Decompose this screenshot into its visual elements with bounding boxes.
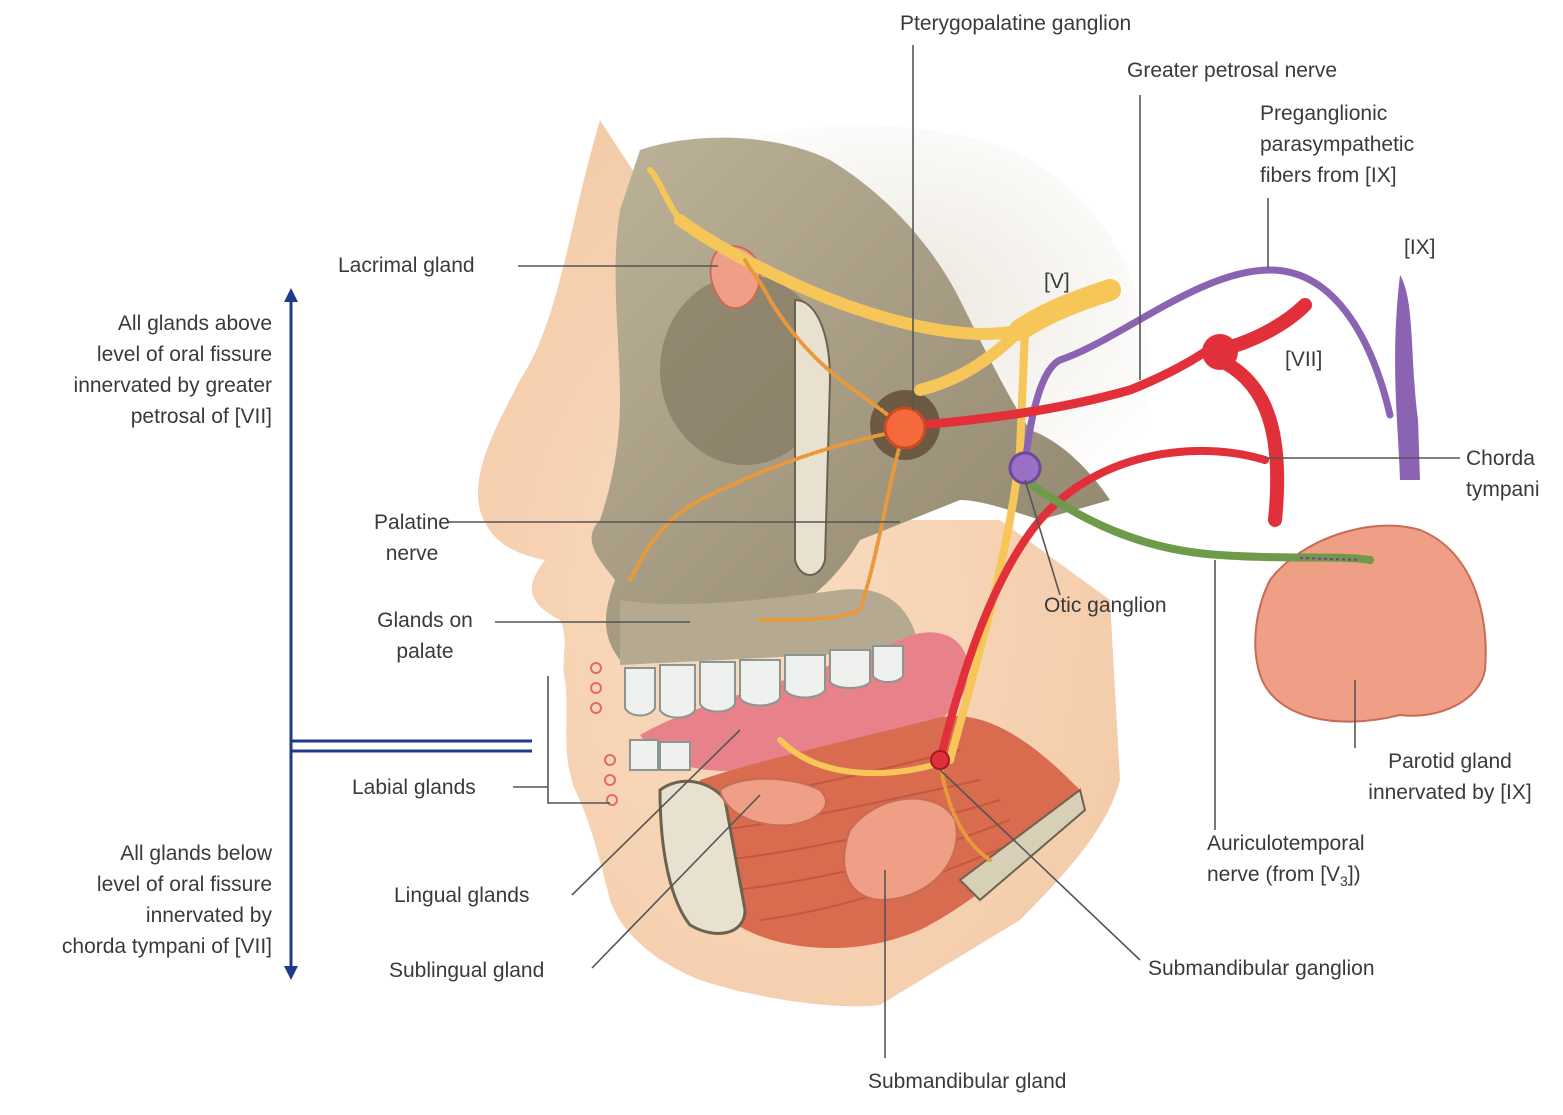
submandibular-gland-label: Submandibular gland bbox=[868, 1066, 1066, 1097]
greater-petrosal-nerve-label: Greater petrosal nerve bbox=[1127, 55, 1337, 86]
glossopharyngeal-vessel bbox=[1395, 275, 1420, 480]
auriculotemporal-line2-post: ]) bbox=[1348, 863, 1361, 886]
v-label: [V] bbox=[1044, 266, 1070, 297]
ix-label: [IX] bbox=[1404, 232, 1436, 263]
submandibular-ganglion-label: Submandibular ganglion bbox=[1148, 953, 1375, 984]
auriculotemporal-subscript: 3 bbox=[1340, 873, 1348, 889]
auriculotemporal-line2: nerve (from [V3]) bbox=[1207, 859, 1365, 897]
auriculotemporal-line1: Auriculotemporal bbox=[1207, 828, 1365, 859]
parotid-gland-label: Parotid gland innervated by [IX] bbox=[1340, 746, 1560, 808]
preganglionic-fibers-label: Preganglionic parasympathetic fibers fro… bbox=[1260, 98, 1414, 191]
submandibular-ganglion-node bbox=[931, 751, 949, 769]
glands-above-note: All glands above level of oral fissure i… bbox=[10, 308, 272, 432]
auriculotemporal-nerve-label: Auriculotemporal nerve (from [V3]) bbox=[1207, 828, 1365, 897]
lingual-glands-label: Lingual glands bbox=[394, 880, 529, 911]
chorda-tympani-label: Chorda tympani bbox=[1466, 443, 1540, 505]
geniculate-node bbox=[1202, 334, 1238, 370]
otic-ganglion-label: Otic ganglion bbox=[1044, 590, 1167, 621]
lacrimal-gland-label: Lacrimal gland bbox=[338, 250, 475, 281]
vii-label: [VII] bbox=[1285, 344, 1322, 375]
pterygopalatine-ganglion-node bbox=[885, 408, 925, 448]
auriculotemporal-line2-pre: nerve (from [V bbox=[1207, 863, 1340, 886]
glands-below-note: All glands below level of oral fissure i… bbox=[10, 838, 272, 962]
sublingual-gland-label: Sublingual gland bbox=[389, 955, 544, 986]
otic-ganglion-node bbox=[1010, 453, 1040, 483]
arrow-down bbox=[284, 966, 298, 980]
lower-teeth bbox=[630, 740, 690, 770]
labial-glands-label: Labial glands bbox=[352, 772, 476, 803]
pterygopalatine-ganglion-label: Pterygopalatine ganglion bbox=[900, 8, 1131, 39]
arrow-up bbox=[284, 288, 298, 302]
glands-on-palate-label: Glands on palate bbox=[359, 605, 491, 667]
palatine-nerve-label: Palatine nerve bbox=[345, 507, 479, 569]
